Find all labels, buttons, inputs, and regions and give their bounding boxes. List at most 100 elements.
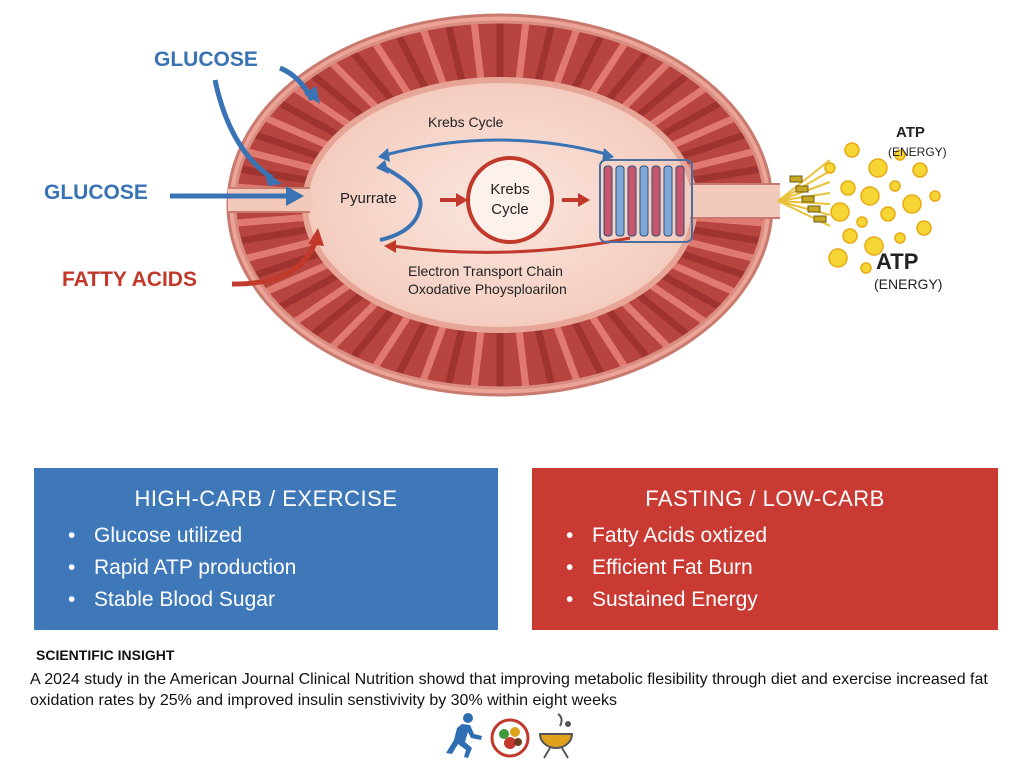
muscle-fiber	[343, 41, 401, 111]
atp-spark	[929, 190, 941, 202]
atp-spark	[830, 202, 850, 222]
muscle-fiber	[627, 284, 698, 345]
muscle-fiber	[673, 235, 765, 265]
energy-large-label: (ENERGY)	[874, 276, 943, 292]
muscle-fiber	[550, 314, 584, 388]
muscle-fiber	[416, 314, 450, 388]
atp-spark	[856, 216, 868, 228]
muscle-fiber	[302, 284, 373, 345]
muscle-fiber	[302, 65, 373, 126]
muscle-fiber	[567, 310, 609, 386]
muscle-fiber	[514, 318, 531, 388]
muscle-fiber	[639, 276, 717, 331]
atp-spark	[894, 149, 906, 161]
list-item: Stable Blood Sugar	[68, 584, 498, 616]
list-item: Fatty Acids oxtized	[566, 520, 998, 552]
etc-bottom-arrow	[391, 236, 631, 254]
muscle-fiber	[267, 94, 350, 143]
list-item: Sustained Energy	[566, 584, 998, 616]
muscle-fiber	[283, 79, 361, 134]
food-plate-icon	[490, 718, 530, 758]
muscle-fiber	[677, 224, 765, 246]
muscle-fiber	[599, 299, 657, 369]
list-item: Rapid ATP production	[68, 552, 498, 584]
etc-protein	[651, 165, 661, 237]
etc-complex	[599, 159, 693, 243]
fatty-acids-arrow	[231, 239, 319, 287]
atp-molecule	[813, 215, 827, 223]
glucose-mid-label: GLUCOSE	[44, 181, 148, 204]
exit-channel	[690, 184, 780, 218]
etc-protein	[663, 165, 673, 237]
muscle-fiber	[532, 317, 558, 388]
etc-protein	[627, 165, 637, 237]
atp-molecule	[801, 195, 815, 203]
muscle-fiber	[283, 276, 361, 331]
muscle-fiber	[242, 246, 333, 282]
energy-ray	[777, 159, 831, 202]
muscle-fiber	[442, 22, 468, 93]
low-carb-panel: FASTING / LOW-CARB Fatty Acids oxtized E…	[532, 468, 998, 630]
mitochondrion-diagram	[170, 13, 941, 397]
muscle-fiber	[391, 24, 433, 100]
muscle-fiber	[322, 292, 387, 357]
pyruvate-loop	[379, 166, 423, 242]
muscle-fiber	[667, 128, 758, 164]
atp-spark	[860, 186, 880, 206]
muscle-fiber	[235, 235, 327, 265]
muscle-fiber	[677, 164, 765, 186]
low-carb-title: FASTING / LOW-CARB	[645, 486, 885, 511]
energy-small-label: (ENERGY)	[888, 145, 947, 159]
etc-protein	[615, 165, 625, 237]
atp-burst	[777, 142, 941, 274]
atp-molecule	[807, 205, 821, 213]
muscle-fiber	[442, 317, 468, 388]
pyruvate-label: Pyurrate	[340, 190, 397, 207]
muscle-fiber	[550, 22, 584, 96]
muscle-fiber	[650, 94, 733, 143]
muscle-fiber	[514, 22, 531, 92]
muscle-fiber	[599, 41, 657, 111]
muscle-fiber	[253, 257, 341, 300]
muscle-fiber	[567, 24, 609, 100]
insight-body: A 2024 study in the American Journal Cli…	[30, 671, 988, 709]
atp-spark	[889, 180, 901, 192]
muscle-fiber	[659, 110, 747, 153]
atp-spark	[824, 162, 836, 174]
runner-icon	[446, 713, 482, 758]
muscle-fiber	[583, 305, 634, 378]
atp-spark	[860, 262, 872, 274]
atp-molecule	[789, 175, 803, 183]
high-carb-panel: HIGH-CARB / EXERCISE Glucose utilized Ra…	[34, 468, 498, 630]
muscle-fiber	[267, 267, 350, 316]
fatty-acids-label: FATTY ACIDS	[62, 268, 197, 291]
muscle-fiber	[650, 267, 733, 316]
muscle-fiber	[242, 128, 333, 164]
muscle-fiber	[639, 79, 717, 134]
etc-protein	[675, 165, 685, 237]
etc-frame	[599, 159, 693, 243]
muscle-fiber	[366, 32, 417, 105]
atp-molecule	[795, 185, 809, 193]
etc-label: Electron Transport Chain Oxodative Phoys…	[408, 263, 567, 297]
icon-row	[446, 713, 574, 759]
etc-protein	[639, 165, 649, 237]
muscle-fiber	[343, 299, 401, 369]
muscle-fiber	[235, 145, 327, 175]
insight-title: SCIENTIFIC INSIGHT	[36, 647, 175, 663]
glucose-top-label: GLUCOSE	[154, 48, 258, 71]
atp-small-label: ATP	[896, 124, 925, 141]
atp-large-label: ATP	[876, 249, 919, 274]
muscle-fiber	[627, 65, 698, 126]
krebs-cycle-arrow-label: Krebs Cycle	[428, 114, 504, 130]
atp-spark	[840, 180, 856, 196]
muscle-fiber	[366, 305, 417, 378]
muscle-fiber	[469, 22, 486, 92]
muscle-fiber	[235, 164, 323, 186]
high-carb-list: Glucose utilized Rapid ATP production St…	[34, 520, 498, 616]
energy-ray	[777, 200, 831, 216]
muscle-fiber	[235, 224, 323, 246]
muscle-fiber	[235, 213, 320, 228]
muscle-fiber	[667, 246, 758, 282]
muscle-fiber	[583, 32, 634, 105]
